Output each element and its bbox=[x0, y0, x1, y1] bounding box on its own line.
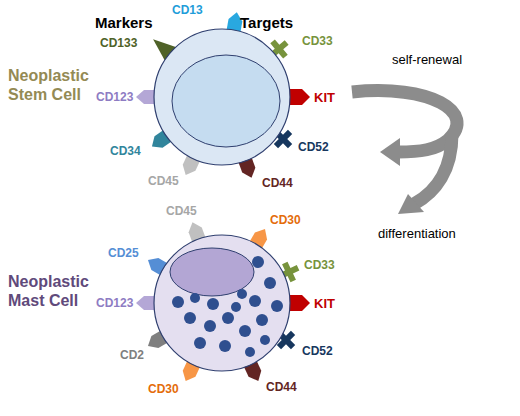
stem-cell-nucleus bbox=[172, 55, 280, 147]
granule bbox=[204, 320, 216, 332]
cell-type-label: Neoplastic Mast Cell bbox=[8, 272, 108, 310]
self-renewal-arrow bbox=[352, 91, 457, 152]
granule bbox=[184, 312, 196, 324]
process-label: differentiation bbox=[378, 226, 456, 242]
column-heading: Markers bbox=[95, 14, 153, 32]
target-label: KIT bbox=[314, 90, 335, 106]
mast-cell-body bbox=[154, 235, 290, 371]
differentiation-arrow bbox=[414, 134, 452, 204]
marker-label: CD133 bbox=[100, 36, 137, 50]
granule bbox=[172, 296, 184, 308]
granule bbox=[237, 289, 247, 299]
granules bbox=[172, 256, 283, 357]
target-label: CD33 bbox=[302, 34, 333, 48]
granule bbox=[271, 300, 283, 312]
target-label: CD52 bbox=[302, 344, 333, 358]
marker-label: CD2 bbox=[120, 348, 144, 362]
process-label: self-renewal bbox=[392, 52, 462, 68]
cell-type-label: Neoplastic Stem Cell bbox=[8, 66, 108, 104]
mast-cell-nucleus bbox=[170, 248, 254, 296]
granule bbox=[256, 314, 268, 326]
granule bbox=[219, 340, 231, 352]
granule bbox=[252, 256, 264, 268]
marker-label: CD45 bbox=[166, 204, 197, 218]
granule bbox=[249, 295, 261, 307]
granule bbox=[194, 337, 206, 349]
stem-cell-body bbox=[154, 29, 290, 165]
marker-label: CD30 bbox=[148, 382, 179, 396]
marker-label: CD123 bbox=[96, 90, 133, 104]
granule bbox=[264, 277, 276, 289]
granule bbox=[245, 347, 255, 357]
granule bbox=[260, 335, 270, 345]
arrow-head bbox=[398, 194, 424, 214]
target-label: CD44 bbox=[266, 380, 297, 394]
marker-label: CD25 bbox=[108, 246, 139, 260]
granule bbox=[207, 298, 219, 310]
target-label: KIT bbox=[314, 296, 335, 312]
target-label: CD33 bbox=[304, 258, 335, 272]
target-label: CD30 bbox=[270, 213, 301, 227]
marker-label: CD45 bbox=[148, 174, 179, 188]
granule bbox=[190, 293, 200, 303]
granule bbox=[231, 302, 241, 312]
granule bbox=[222, 312, 234, 324]
marker-label: CD123 bbox=[96, 296, 133, 310]
marker-label: CD13 bbox=[172, 3, 203, 17]
arrow-head bbox=[380, 138, 400, 166]
marker-label: CD34 bbox=[110, 144, 141, 158]
granule bbox=[239, 325, 251, 337]
target-label: CD52 bbox=[298, 140, 329, 154]
target-label: CD44 bbox=[262, 176, 293, 190]
column-heading: Targets bbox=[240, 14, 293, 32]
